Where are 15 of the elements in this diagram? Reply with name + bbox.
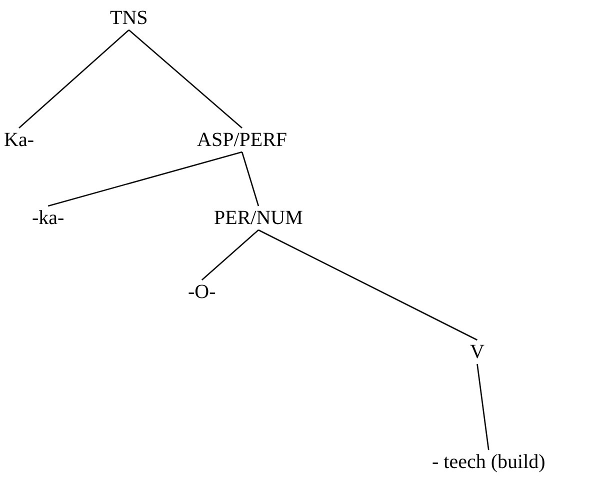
tree-node-label: - teech (build) bbox=[430, 450, 548, 474]
tree-branch-line bbox=[241, 152, 260, 206]
tree-node-label: V bbox=[468, 340, 486, 364]
tree-branch-line bbox=[258, 229, 478, 341]
tree-branch-line bbox=[128, 30, 242, 128]
tree-node-label: PER/NUM bbox=[212, 206, 305, 230]
tree-node-label: -O- bbox=[186, 280, 218, 304]
tree-node-label: -ka- bbox=[30, 206, 66, 230]
tree-branch-line bbox=[201, 230, 259, 280]
tree-node-label: TNS bbox=[108, 6, 150, 30]
tree-branch-line bbox=[18, 30, 130, 128]
tree-node-label: Ka- bbox=[2, 128, 36, 152]
tree-branch-line bbox=[48, 151, 242, 207]
tree-branch-line bbox=[476, 364, 490, 450]
tree-node-label: ASP/PERF bbox=[195, 128, 290, 152]
